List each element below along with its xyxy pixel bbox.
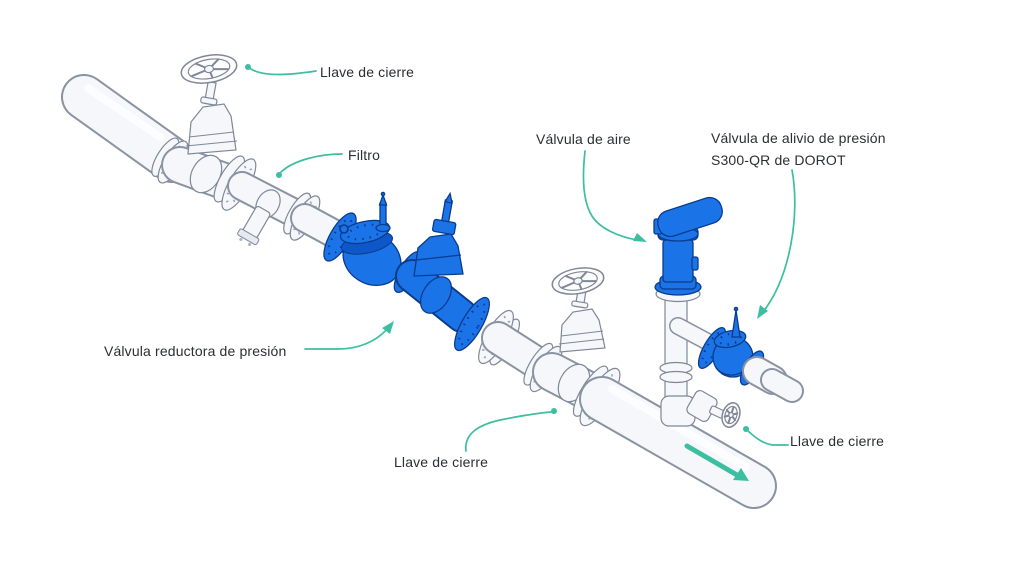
label-pressure-reducing-valve: Válvula reductora de presión xyxy=(104,343,287,359)
air-valve xyxy=(653,196,723,303)
leader-pressure-reducing xyxy=(304,321,394,350)
valve-bonnet xyxy=(187,103,237,155)
leader-shutoff-right xyxy=(743,426,789,446)
label-filter: Filtro xyxy=(348,147,381,163)
relief-valve-branch xyxy=(669,306,804,403)
leader-air-valve xyxy=(582,150,647,242)
annotation-leaders xyxy=(245,64,796,452)
pressure-reducing-valve xyxy=(323,191,402,286)
relief-valve-pilot xyxy=(731,309,741,338)
label-shutoff-valve-right: Llave de cierre xyxy=(790,433,885,449)
leader-filter xyxy=(276,153,343,178)
label-relief-valve-line1: Válvula de alivio de presión xyxy=(711,130,886,146)
label-relief-valve-line2: S300-QR de DOROT xyxy=(711,152,846,168)
inlet-pipe xyxy=(61,74,195,183)
shutoff-valve-top xyxy=(151,54,257,211)
small-handwheel-icon xyxy=(721,402,741,428)
blue-valve-stem xyxy=(431,191,457,236)
filter-strainer xyxy=(227,171,357,253)
pilot-valve xyxy=(375,191,391,233)
label-air-valve: Válvula de aire xyxy=(536,131,631,147)
handwheel-icon xyxy=(551,267,605,295)
strainer-leg xyxy=(237,205,271,247)
leader-relief-valve xyxy=(757,169,796,319)
shutoff-valve-right xyxy=(686,389,741,428)
valve-stem xyxy=(200,80,218,106)
handwheel-icon xyxy=(180,54,238,84)
flow-direction-arrow xyxy=(684,443,749,481)
leader-shutoff-middle xyxy=(465,408,557,452)
lifting-lug-icon xyxy=(339,224,349,234)
label-shutoff-valve-top: Llave de cierre xyxy=(320,64,415,80)
leader-shutoff-top xyxy=(245,64,317,76)
label-shutoff-valve-middle: Llave de cierre xyxy=(394,454,489,470)
